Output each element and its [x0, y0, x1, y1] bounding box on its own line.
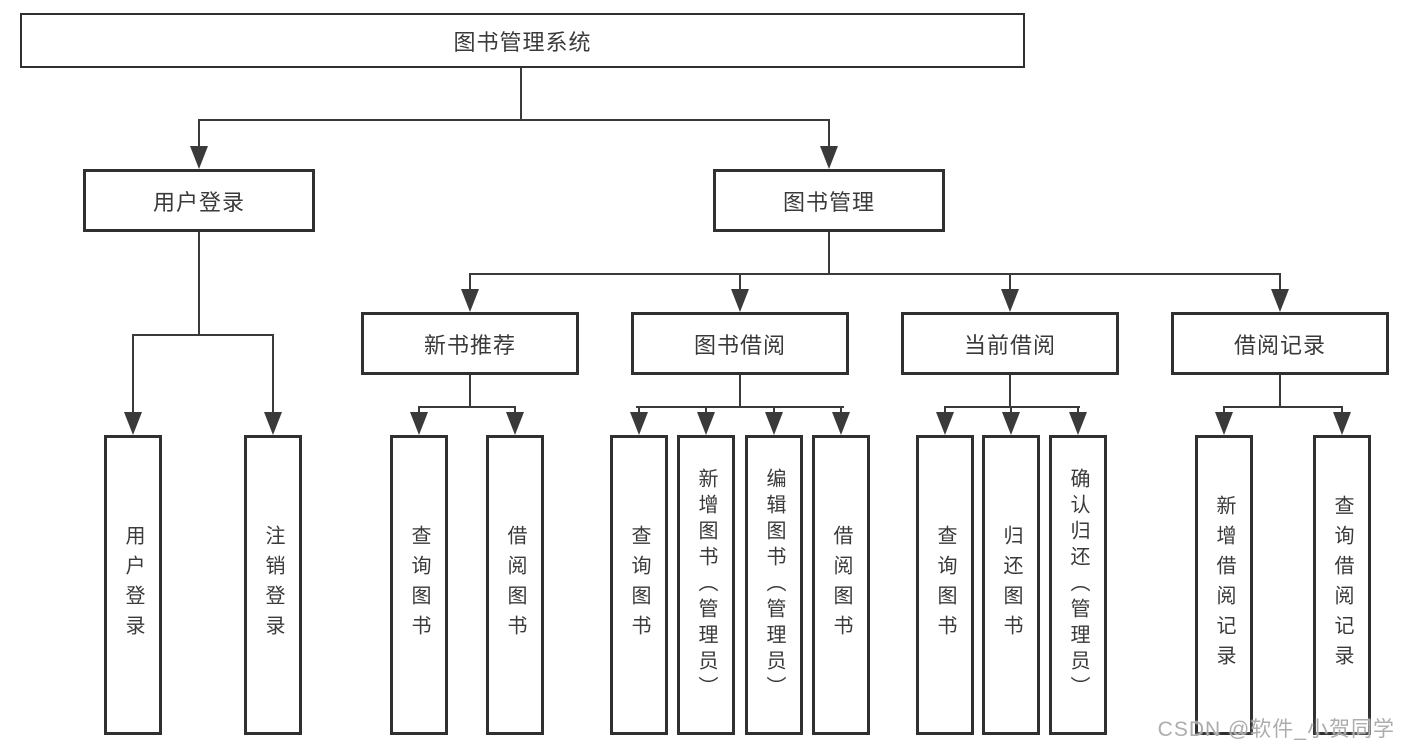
leaf-borrow-books-2-label: 借阅图书 — [830, 525, 852, 645]
connector-drop — [1341, 406, 1343, 416]
node-current-borrowing-label: 当前借阅 — [963, 332, 1056, 358]
leaf-add-borrow-record-label: 新增借阅记录 — [1213, 495, 1235, 675]
connector-arrowhead — [936, 412, 954, 435]
leaf-edit-book-admin: 编辑图书（管理员） — [745, 435, 803, 735]
node-book-management: 图书管理 — [713, 169, 945, 232]
connector-drop-book-management — [828, 119, 830, 149]
connector-drop — [272, 334, 274, 414]
connector-stem — [469, 375, 471, 408]
leaf-user-login-label: 用户登录 — [122, 525, 144, 645]
leaf-return-book-label: 归还图书 — [1000, 525, 1022, 645]
node-new-book-recommend: 新书推荐 — [361, 312, 579, 375]
connector-book-management-stem — [828, 232, 830, 275]
leaf-query-books-1: 查询图书 — [390, 435, 448, 735]
node-book-borrowing-label: 图书借阅 — [693, 332, 786, 358]
connector-arrowhead — [820, 146, 838, 169]
connector-bar — [1223, 406, 1343, 408]
connector-arrowhead — [124, 412, 142, 435]
leaf-confirm-return-admin: 确认归还（管理员） — [1049, 435, 1107, 735]
leaf-borrow-books-1-label: 借阅图书 — [504, 525, 526, 645]
leaf-add-book-admin: 新增图书（管理员） — [677, 435, 735, 735]
connector-stem — [1279, 375, 1281, 408]
leaf-add-borrow-record: 新增借阅记录 — [1195, 435, 1253, 735]
connector-arrowhead — [832, 412, 850, 435]
leaf-user-login: 用户登录 — [104, 435, 162, 735]
node-root: 图书管理系统 — [20, 13, 1025, 68]
connector-drop — [418, 406, 420, 416]
connector-root-bar — [198, 119, 830, 121]
connector-arrowhead — [1001, 289, 1019, 312]
connector-arrowhead — [765, 412, 783, 435]
connector-arrowhead — [410, 412, 428, 435]
connector-arrowhead — [731, 289, 749, 312]
connector-user-login-bar — [132, 334, 274, 336]
connector-arrowhead — [190, 146, 208, 169]
connector-arrowhead — [506, 412, 524, 435]
node-user-login-label: 用户登录 — [152, 189, 245, 215]
leaf-edit-book-admin-label: 编辑图书（管理员） — [763, 468, 785, 702]
connector-drop — [944, 406, 946, 416]
node-borrowing-records: 借阅记录 — [1171, 312, 1389, 375]
connector-drop — [469, 273, 471, 292]
connector-bar — [418, 406, 516, 408]
connector-arrowhead — [264, 412, 282, 435]
connector-bar — [944, 406, 1080, 408]
connector-stem — [739, 375, 741, 408]
connector-arrowhead — [1215, 412, 1233, 435]
leaf-confirm-return-admin-label: 确认归还（管理员） — [1067, 468, 1089, 702]
connector-drop — [1223, 406, 1225, 416]
leaf-add-book-admin-label: 新增图书（管理员） — [695, 468, 717, 702]
connector-drop — [840, 406, 842, 416]
connector-drop — [739, 273, 741, 292]
connector-arrowhead — [1002, 412, 1020, 435]
connector-drop — [773, 406, 775, 416]
connector-arrowhead — [1271, 289, 1289, 312]
leaf-logout-login: 注销登录 — [244, 435, 302, 735]
connector-drop — [705, 406, 707, 416]
connector-drop — [1279, 273, 1281, 292]
leaf-borrow-books-1: 借阅图书 — [486, 435, 544, 735]
node-book-management-label: 图书管理 — [782, 189, 875, 215]
connector-drop — [132, 334, 134, 414]
connector-root-stem — [520, 68, 522, 121]
watermark: CSDN @软件_小贺同学 — [1157, 718, 1395, 741]
leaf-query-books-3: 查询图书 — [916, 435, 974, 735]
connector-drop — [638, 406, 640, 416]
leaf-query-books-2-label: 查询图书 — [628, 525, 650, 645]
connector-book-management-bar — [469, 273, 1281, 275]
connector-user-login-stem — [198, 232, 200, 336]
leaf-return-book: 归还图书 — [982, 435, 1040, 735]
node-current-borrowing: 当前借阅 — [901, 312, 1119, 375]
node-new-book-recommend-label: 新书推荐 — [423, 332, 516, 358]
connector-drop — [1077, 406, 1079, 416]
connector-arrowhead — [1333, 412, 1351, 435]
connector-bar — [636, 406, 844, 408]
node-borrowing-records-label: 借阅记录 — [1233, 332, 1326, 358]
connector-drop — [514, 406, 516, 416]
connector-drop-user-login — [198, 119, 200, 149]
leaf-query-books-1-label: 查询图书 — [408, 525, 430, 645]
connector-drop — [1009, 273, 1011, 292]
connector-arrowhead — [461, 289, 479, 312]
leaf-query-books-3-label: 查询图书 — [934, 525, 956, 645]
node-user-login: 用户登录 — [83, 169, 315, 232]
leaf-borrow-books-2: 借阅图书 — [812, 435, 870, 735]
connector-arrowhead — [697, 412, 715, 435]
leaf-query-borrow-record-label: 查询借阅记录 — [1331, 495, 1353, 675]
node-root-label: 图书管理系统 — [453, 29, 592, 55]
connector-drop — [1010, 406, 1012, 416]
node-book-borrowing: 图书借阅 — [631, 312, 849, 375]
connector-arrowhead — [1069, 412, 1087, 435]
connector-stem — [1009, 375, 1011, 408]
leaf-logout-login-label: 注销登录 — [262, 525, 284, 645]
leaf-query-borrow-record: 查询借阅记录 — [1313, 435, 1371, 735]
leaf-query-books-2: 查询图书 — [610, 435, 668, 735]
connector-arrowhead — [630, 412, 648, 435]
